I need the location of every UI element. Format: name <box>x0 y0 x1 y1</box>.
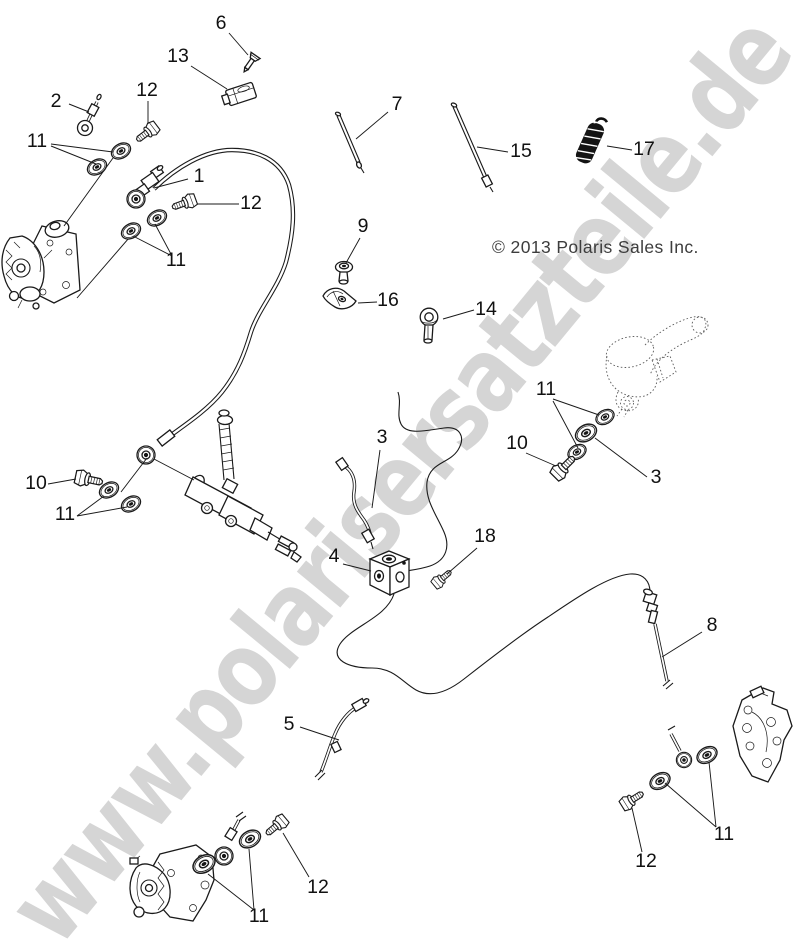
leader-17 <box>606 145 633 151</box>
leader-12d <box>631 807 643 853</box>
leader-11c <box>552 398 600 449</box>
brake-line-routing-lower <box>336 573 651 695</box>
leader-11f <box>664 761 717 828</box>
leader-13 <box>190 65 228 90</box>
callout-3-r: 3 <box>651 466 662 488</box>
callout-7: 7 <box>392 93 403 115</box>
rod-7-drawing <box>334 111 365 174</box>
rod-15-drawing <box>450 102 494 193</box>
callout-1: 1 <box>194 165 205 187</box>
leader-15 <box>476 146 509 153</box>
callout-11-b: 11 <box>166 249 186 271</box>
spring-17-drawing <box>575 117 609 164</box>
junction-block-drawing <box>368 550 411 597</box>
leader-10a <box>47 478 77 485</box>
callout-12-d: 12 <box>635 850 657 872</box>
fitting-2-drawing <box>76 93 102 137</box>
brake-line-routing-upper <box>397 391 462 572</box>
leader-9 <box>345 237 361 264</box>
leader-5 <box>299 726 340 741</box>
hose-5-drawing <box>314 697 370 781</box>
front-caliper-drawing <box>1 220 81 310</box>
callout-2: 2 <box>51 90 62 112</box>
connector-13-drawing <box>220 81 257 107</box>
leader-3r <box>594 437 648 478</box>
leader-1 <box>153 178 189 189</box>
leader-8 <box>661 631 703 658</box>
artwork-layer <box>1 51 793 922</box>
callout-9: 9 <box>358 215 369 237</box>
callout-3-l: 3 <box>377 426 388 448</box>
clamp-14-drawing <box>419 307 439 344</box>
leader-3l <box>371 449 381 509</box>
clip-16-drawing <box>322 287 357 310</box>
leader-lines-layer <box>47 32 717 911</box>
banjo-fitting-1-drawing <box>126 164 165 209</box>
callout-17: 17 <box>633 138 655 160</box>
callouts-layer: 6 13 2 12 11 7 15 17 1 12 11 9 16 14 11 … <box>25 12 734 927</box>
callout-11-f: 11 <box>714 823 734 845</box>
callout-10-b: 10 <box>506 432 528 454</box>
callout-12-a: 12 <box>136 79 158 101</box>
leader-14 <box>442 309 475 320</box>
hose-8-drawing <box>642 588 674 690</box>
callout-13: 13 <box>167 45 189 67</box>
leader-11e <box>207 848 255 911</box>
leader-18 <box>446 547 478 575</box>
callout-11-d: 11 <box>55 503 75 525</box>
screw-6-drawing <box>243 51 262 74</box>
callout-11-c: 11 <box>536 378 556 400</box>
leader-4 <box>342 563 372 572</box>
callout-10-a: 10 <box>25 472 47 494</box>
rear-master-cylinder-drawing <box>184 409 302 563</box>
front-brake-hose-drawing <box>136 147 296 465</box>
rear-caliper-banjo-drawing <box>214 811 247 866</box>
callout-8: 8 <box>707 614 718 636</box>
hose-3-drawing <box>334 456 376 550</box>
callout-18: 18 <box>474 525 496 547</box>
leader-11d <box>76 495 128 517</box>
leader-2 <box>68 103 90 113</box>
callout-11-a: 11 <box>27 130 47 152</box>
callout-4: 4 <box>329 545 340 567</box>
leader-12c <box>282 832 310 878</box>
callout-12-b: 12 <box>240 192 262 214</box>
caliper-bracket-drawing <box>732 685 793 783</box>
leader-7 <box>355 111 389 140</box>
brake-lever-master-cylinder-drawing <box>605 316 709 418</box>
leader-11a <box>50 143 114 165</box>
callout-14: 14 <box>475 298 497 320</box>
rivet-9-drawing <box>334 260 354 285</box>
leader-10b <box>525 452 557 467</box>
copyright-text: © 2013 Polaris Sales Inc. <box>492 237 699 257</box>
assembly-lines <box>63 157 206 899</box>
callout-12-c: 12 <box>307 876 329 898</box>
leader-11b <box>132 223 173 257</box>
leader-6 <box>228 32 249 56</box>
leader-16 <box>357 301 378 304</box>
callout-5: 5 <box>284 713 295 735</box>
callout-15: 15 <box>510 140 532 162</box>
rear-hose-end-drawing <box>667 725 693 769</box>
callout-11-e: 11 <box>249 905 269 927</box>
callout-16: 16 <box>377 289 399 311</box>
callout-6: 6 <box>216 12 227 34</box>
